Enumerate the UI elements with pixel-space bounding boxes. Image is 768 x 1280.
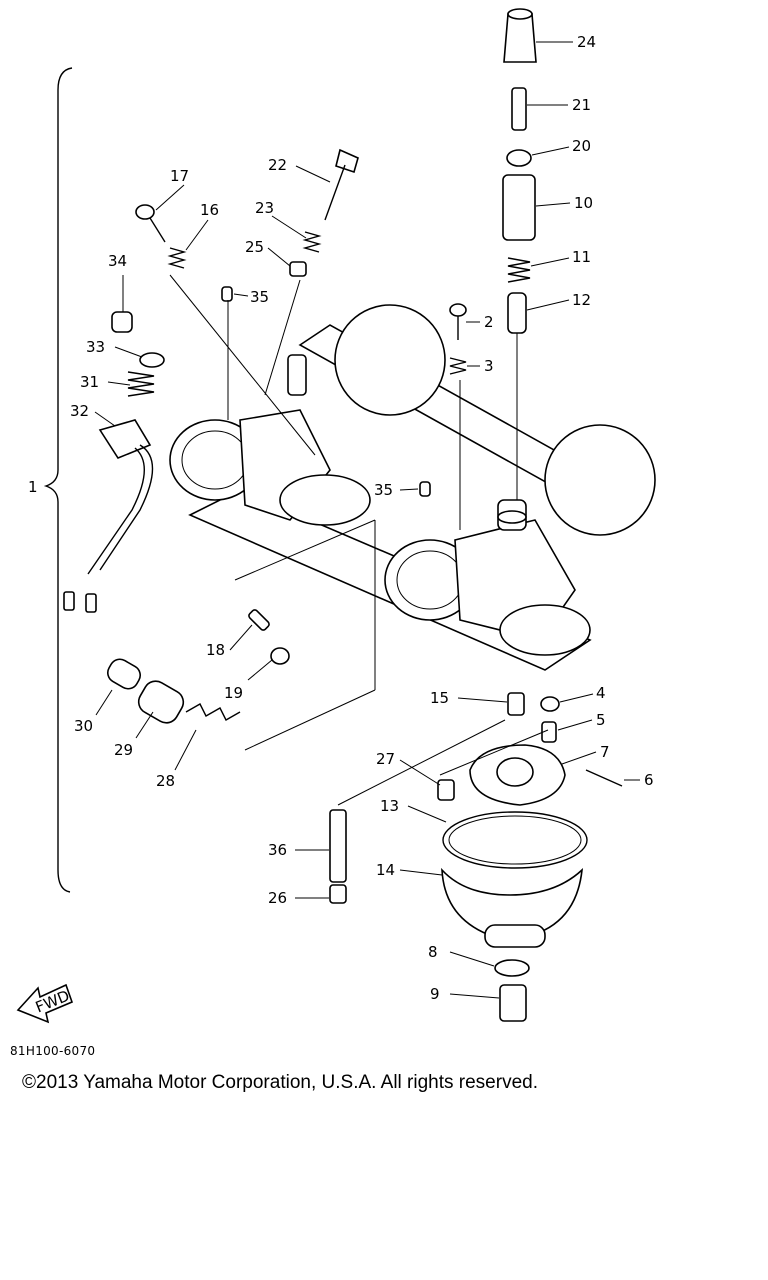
carburetor-body xyxy=(169,304,656,671)
assembly-bracket xyxy=(43,67,73,893)
callout-5: 5 xyxy=(596,711,606,729)
part-20 xyxy=(506,149,532,167)
callout-13: 13 xyxy=(380,797,399,815)
callout-17: 17 xyxy=(170,167,189,185)
callout-35-top: 35 xyxy=(250,288,269,306)
callout-27: 27 xyxy=(376,750,395,768)
callout-2: 2 xyxy=(484,313,494,331)
part-19 xyxy=(270,647,290,665)
fwd-arrow-icon: FWD xyxy=(16,983,74,1024)
leader-lines xyxy=(94,41,640,999)
part-24 xyxy=(503,13,537,63)
callout-35-mid: 35 xyxy=(374,481,393,499)
part-21 xyxy=(511,87,527,131)
part-18 xyxy=(248,609,270,631)
part-11 xyxy=(507,257,531,283)
part-13 xyxy=(442,811,588,869)
callout-30: 30 xyxy=(74,717,93,735)
part-25 xyxy=(289,261,307,277)
callout-19: 19 xyxy=(224,684,243,702)
callout-23: 23 xyxy=(255,199,274,217)
callout-4: 4 xyxy=(596,684,606,702)
callout-labels: 1 2 3 4 5 6 7 8 9 10 11 12 13 14 15 16 1… xyxy=(28,33,654,1003)
callout-8: 8 xyxy=(428,943,438,961)
part-8 xyxy=(494,959,530,977)
callout-25: 25 xyxy=(245,238,264,256)
part-16 xyxy=(167,247,187,269)
part-26 xyxy=(329,884,347,904)
part-12 xyxy=(507,292,527,334)
callout-36: 36 xyxy=(268,841,287,859)
callout-33: 33 xyxy=(86,338,105,356)
callout-16: 16 xyxy=(200,201,219,219)
part-35a xyxy=(221,286,233,302)
callout-29: 29 xyxy=(114,741,133,759)
callout-10: 10 xyxy=(574,194,593,212)
part-30 xyxy=(107,658,141,690)
part-35b xyxy=(419,481,431,497)
part-23 xyxy=(302,231,322,253)
callout-6: 6 xyxy=(644,771,654,789)
part-31 xyxy=(127,371,155,397)
carburetor-exploded-diagram: 1 2 3 4 5 6 7 8 9 10 11 12 13 14 15 16 1… xyxy=(16,8,656,1024)
part-6 xyxy=(585,769,623,787)
part-34 xyxy=(111,311,133,333)
callout-34: 34 xyxy=(108,252,127,270)
diagram-code: 81H100-6070 xyxy=(10,1044,96,1058)
part-14 xyxy=(441,867,584,941)
callout-28: 28 xyxy=(156,772,175,790)
callout-7: 7 xyxy=(600,743,610,761)
part-2 xyxy=(449,303,467,317)
part-29 xyxy=(137,680,185,724)
part-27 xyxy=(437,779,455,801)
copyright-notice: ©2013 Yamaha Motor Corporation, U.S.A. A… xyxy=(22,1072,538,1093)
part-10 xyxy=(502,174,536,241)
callout-14: 14 xyxy=(376,861,395,879)
callout-12: 12 xyxy=(572,291,591,309)
callout-22: 22 xyxy=(268,156,287,174)
part-3 xyxy=(449,357,467,375)
part-32 xyxy=(98,419,152,459)
callout-3: 3 xyxy=(484,357,494,375)
part-15 xyxy=(507,692,525,716)
callout-32: 32 xyxy=(70,402,89,420)
callout-11: 11 xyxy=(572,248,591,266)
callout-18: 18 xyxy=(206,641,225,659)
part-36 xyxy=(329,809,347,883)
part-33 xyxy=(139,352,165,368)
callout-15: 15 xyxy=(430,689,449,707)
callout-9: 9 xyxy=(430,985,440,1003)
callout-1: 1 xyxy=(28,478,38,496)
part-28 xyxy=(185,703,241,721)
callout-24: 24 xyxy=(577,33,596,51)
callout-26: 26 xyxy=(268,889,287,907)
part-17 xyxy=(135,204,155,220)
part-9 xyxy=(499,984,527,1022)
part-22 xyxy=(335,148,359,174)
guide-lines xyxy=(169,274,549,806)
callout-31: 31 xyxy=(80,373,99,391)
part-4 xyxy=(540,696,560,712)
callout-21: 21 xyxy=(572,96,591,114)
callout-20: 20 xyxy=(572,137,591,155)
